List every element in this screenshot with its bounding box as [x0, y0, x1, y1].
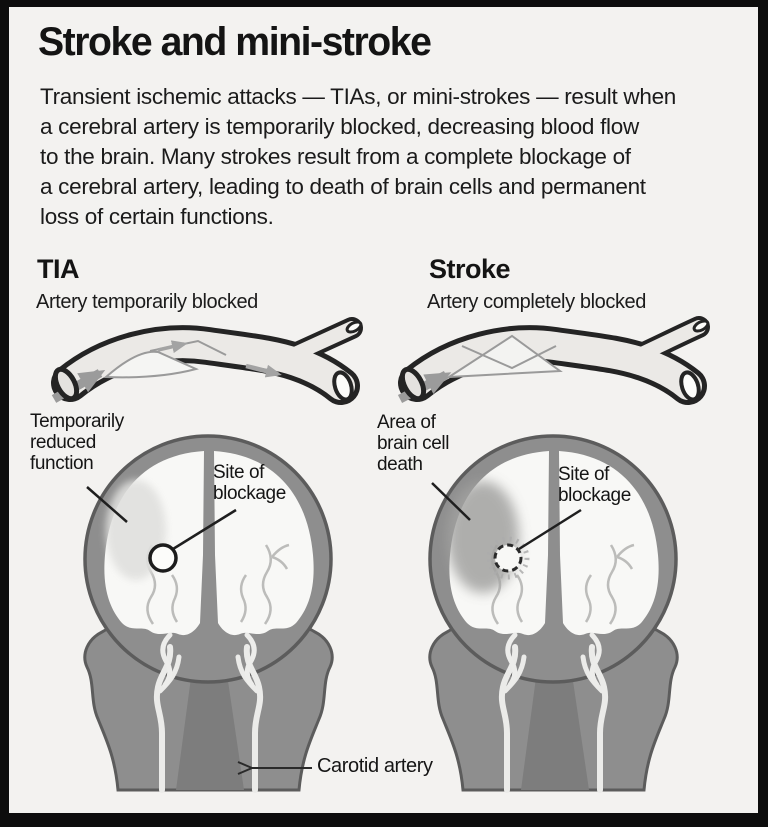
page-title: Stroke and mini-stroke: [38, 20, 432, 64]
intro-line: Transient ischemic attacks — TIAs, or mi…: [40, 84, 676, 109]
stroke-artery-illustration: [397, 316, 710, 405]
intro-line: a cerebral artery, leading to death of b…: [40, 174, 646, 199]
tia-panel-title: TIA: [37, 254, 80, 284]
intro-line: loss of certain functions.: [40, 204, 274, 229]
tia-reduced-function-label: Temporarily reduced function: [30, 411, 124, 474]
stroke-panel-subtitle: Artery completely blocked: [427, 291, 646, 313]
stroke-blockage-site-circle: [493, 543, 523, 573]
intro-line: to the brain. Many strokes result from a…: [40, 144, 631, 169]
stroke-blockage-halo: [486, 536, 530, 580]
stroke-cell-death-label: Area of brain cell death: [377, 412, 450, 475]
tia-artery-illustration: [51, 317, 363, 405]
tia-blockage-site-circle: [148, 543, 178, 573]
label-leader-line: [172, 508, 237, 551]
carotid-leader-line: [237, 761, 312, 775]
carotid-artery-label: Carotid artery: [317, 755, 433, 777]
label-leader-line: [431, 482, 471, 521]
stroke-head-illustration: [430, 436, 677, 790]
label-leader-line: [86, 486, 128, 523]
intro-paragraph: Transient ischemic attacks — TIAs, or mi…: [40, 82, 740, 232]
tia-panel-subtitle: Artery temporarily blocked: [36, 291, 258, 313]
label-leader-line: [518, 508, 582, 551]
tia-site-of-blockage-label: Site of blockage: [213, 462, 286, 504]
stroke-site-of-blockage-label: Site of blockage: [558, 464, 631, 506]
stroke-complete-blockage-shape: [445, 334, 563, 379]
tia-head-illustration: [85, 436, 332, 790]
stroke-panel-title: Stroke: [429, 254, 511, 284]
blood-flow-arrow-icon: [245, 363, 282, 378]
intro-line: a cerebral artery is temporarily blocked…: [40, 114, 639, 139]
blood-flow-arrow-icon: [157, 340, 188, 354]
